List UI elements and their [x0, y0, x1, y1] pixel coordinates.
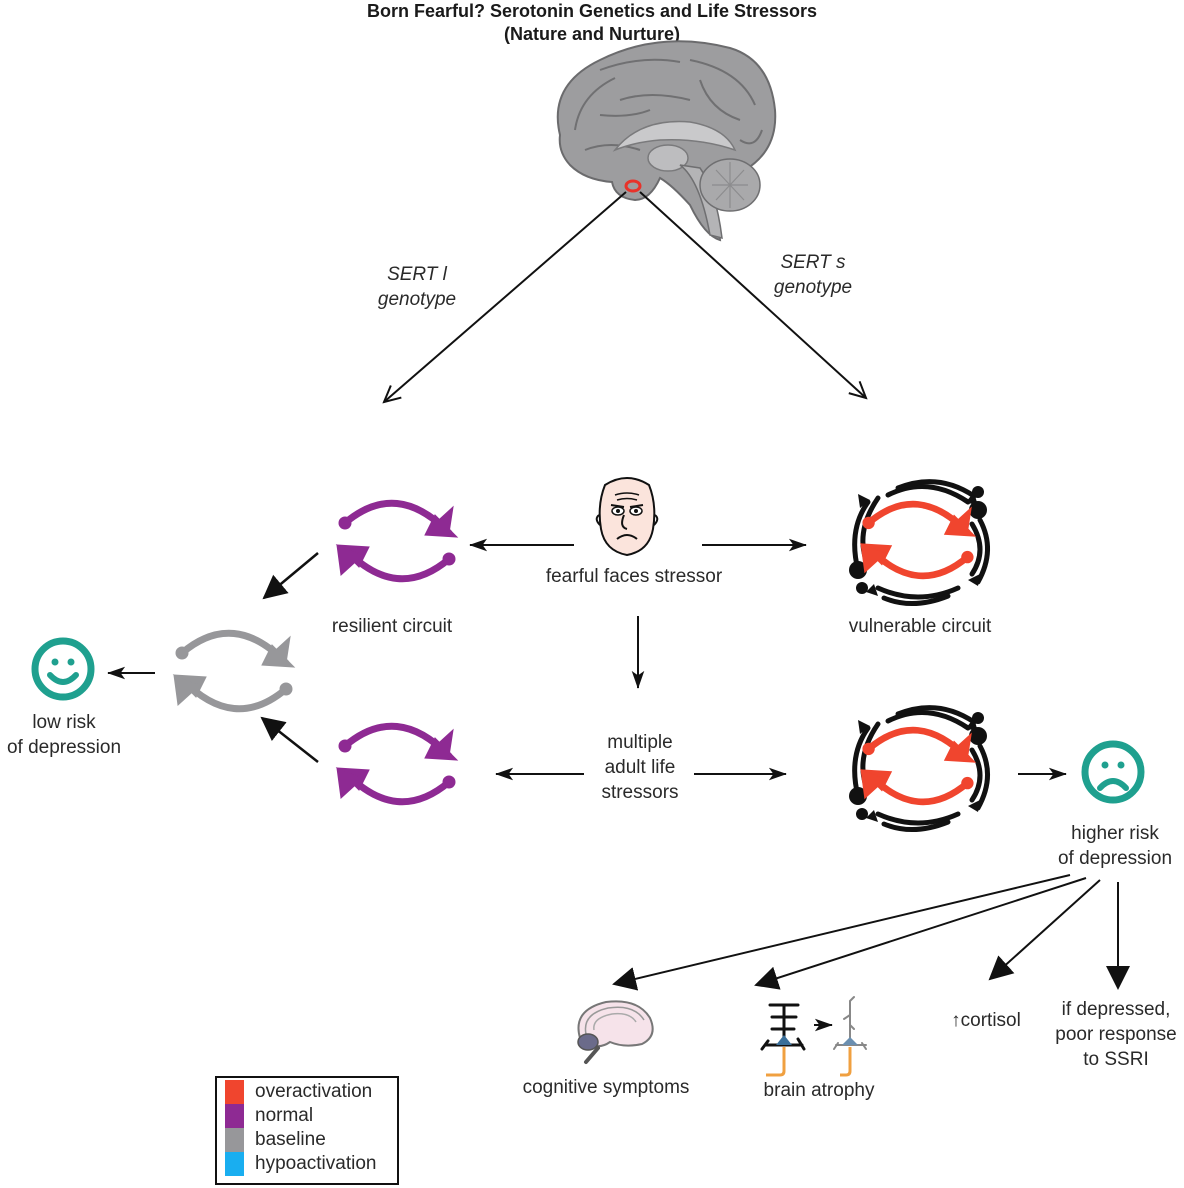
higher-risk-line-2: of depression	[1057, 848, 1173, 869]
legend-label: hypoactivation	[255, 1153, 377, 1174]
life-stressors-line-1: multiple	[607, 732, 673, 753]
legend: overactivation normal baseline hypoactiv…	[215, 1076, 399, 1185]
brain-atrophy-label: brain atrophy	[763, 1080, 875, 1101]
fearful-face-icon	[595, 477, 659, 557]
ssri-line-3: to SSRI	[1083, 1049, 1149, 1070]
ssri-line-2: poor response	[1055, 1024, 1177, 1045]
hypoactivation-swatch	[225, 1152, 244, 1176]
up-arrow-icon: ↑	[951, 1010, 961, 1031]
happy-face-icon	[31, 637, 95, 701]
baseline-circuit-icon	[174, 633, 294, 709]
higher-risk-line-1: higher risk	[1071, 823, 1159, 844]
arrow-sert-s	[639, 191, 866, 398]
legend-item-overactivation: overactivation	[225, 1080, 395, 1104]
sert-s-label: SERT s	[780, 252, 846, 273]
life-stressors-line-2: adult life	[604, 757, 676, 778]
ssri-response-label: if depressed, poor response to SSRI	[1046, 997, 1184, 1072]
vulnerable-circuit-icon-bottom	[849, 705, 991, 833]
legend-label: baseline	[255, 1129, 326, 1150]
cortisol-text: cortisol	[960, 1010, 1021, 1031]
baseline-swatch	[225, 1128, 244, 1152]
normal-swatch	[225, 1104, 244, 1128]
legend-item-normal: normal	[225, 1104, 395, 1128]
overactivation-swatch	[225, 1080, 244, 1104]
sad-face-icon	[1081, 740, 1145, 804]
ssri-line-1: if depressed,	[1061, 999, 1171, 1020]
resilient-circuit-label: resilient circuit	[331, 616, 453, 637]
arrow-to-brain-atrophy	[754, 877, 1087, 990]
vulnerable-circuit-icon-top	[849, 479, 991, 607]
life-stressors-label: multiple adult life stressors	[570, 730, 710, 805]
low-risk-label: low risk of depression	[0, 710, 128, 760]
sert-s-genotype-label: SERT s genotype	[758, 250, 868, 300]
small-brain-icon	[577, 1000, 654, 1064]
resilient-circuit-icon-bottom	[337, 726, 457, 802]
arrow-resilient-to-baseline-bottom	[260, 716, 319, 763]
low-risk-line-2: of depression	[6, 737, 122, 758]
fearful-faces-stressor-label: fearful faces stressor	[545, 566, 723, 587]
brain-atrophy-neuron-icon	[760, 996, 867, 1077]
cortisol-label: ↑cortisol	[940, 1008, 1032, 1033]
genotype-label-left: genotype	[377, 289, 457, 310]
arrow-to-cortisol	[988, 879, 1101, 981]
title-line-2: (Nature and Nurture)	[503, 24, 680, 44]
resilient-circuit-icon-top	[337, 503, 457, 579]
arrow-sert-l	[384, 191, 627, 402]
title-line-1: Born Fearful? Serotonin Genetics and Lif…	[366, 1, 818, 21]
sert-l-label: SERT l	[387, 264, 447, 285]
life-stressors-line-3: stressors	[601, 782, 679, 803]
sert-l-genotype-label: SERT l genotype	[362, 262, 472, 312]
diagram-title: Born Fearful? Serotonin Genetics and Lif…	[0, 0, 1184, 46]
arrow-resilient-to-baseline-top	[262, 552, 319, 600]
cognitive-symptoms-label: cognitive symptoms	[522, 1077, 690, 1098]
legend-label: overactivation	[255, 1081, 373, 1102]
brain-sagittal-illustration	[556, 40, 777, 242]
legend-item-hypoactivation: hypoactivation	[225, 1152, 395, 1176]
higher-risk-label: higher risk of depression	[1050, 821, 1180, 871]
low-risk-line-1: low risk	[32, 712, 96, 733]
genotype-label-right: genotype	[773, 277, 853, 298]
legend-item-baseline: baseline	[225, 1128, 395, 1152]
arrow-to-cognitive-symptoms	[612, 874, 1071, 991]
legend-label: normal	[255, 1105, 314, 1126]
raphe-nucleus-highlight	[624, 179, 642, 193]
vulnerable-circuit-label: vulnerable circuit	[848, 616, 992, 637]
